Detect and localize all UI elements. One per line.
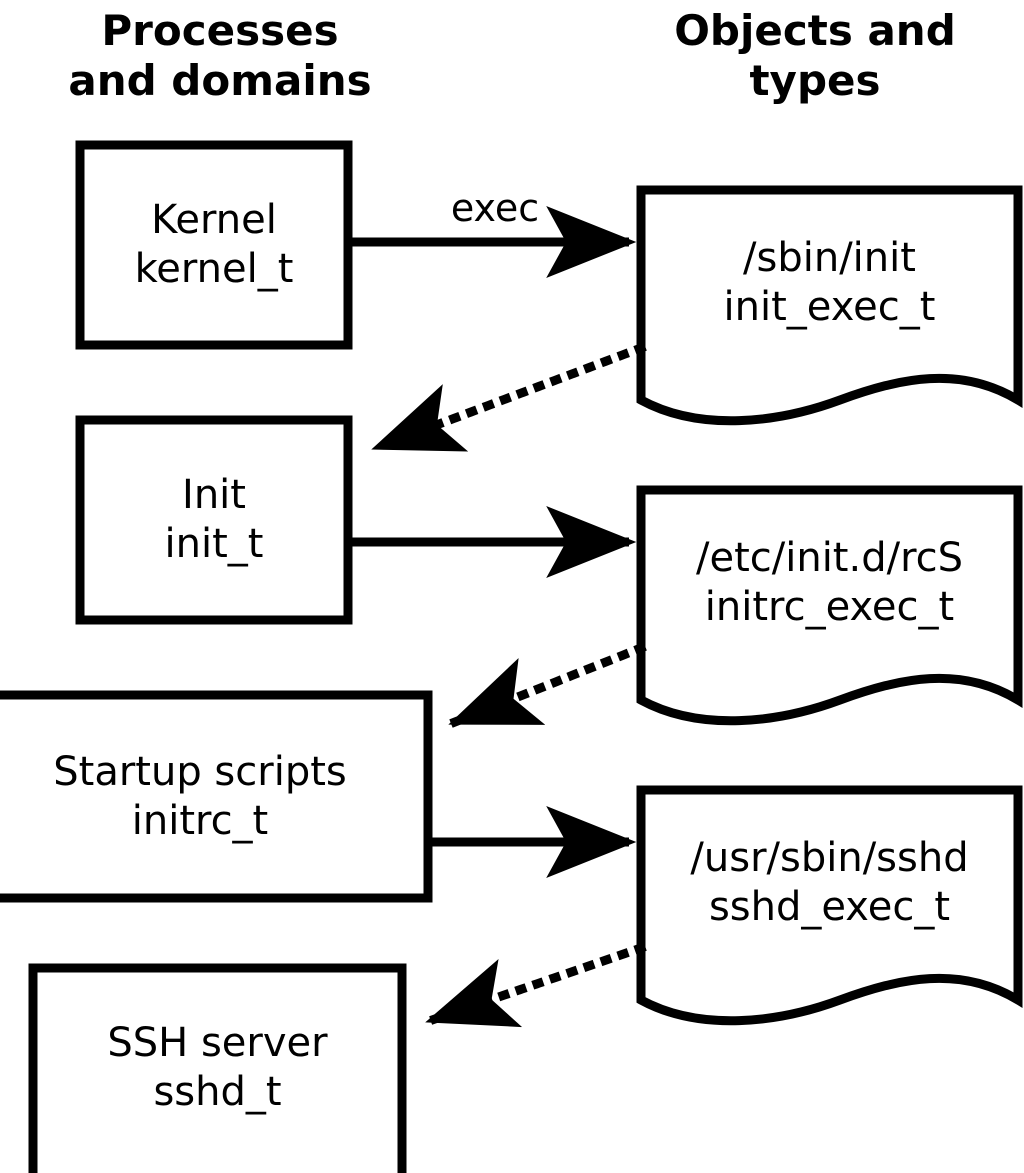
object-doc-initrc-exec[interactable] <box>636 485 1023 726</box>
process-box-sshd[interactable] <box>28 963 407 1173</box>
edge-sshdexec-to-sshd <box>425 942 647 1028</box>
column-heading-processes: Processes and domains <box>68 6 372 105</box>
edge-initexec-to-init <box>371 342 647 453</box>
object-doc-sshd-exec[interactable] <box>636 785 1023 1026</box>
process-box-kernel[interactable] <box>75 140 353 350</box>
object-doc-init-exec[interactable] <box>636 185 1023 426</box>
edge-label-exec: exec <box>450 186 540 230</box>
process-box-initrc[interactable] <box>0 690 433 903</box>
edge-initrcexec-to-initrc <box>448 642 647 728</box>
process-box-init[interactable] <box>75 415 353 625</box>
column-heading-objects: Objects and types <box>674 6 956 105</box>
